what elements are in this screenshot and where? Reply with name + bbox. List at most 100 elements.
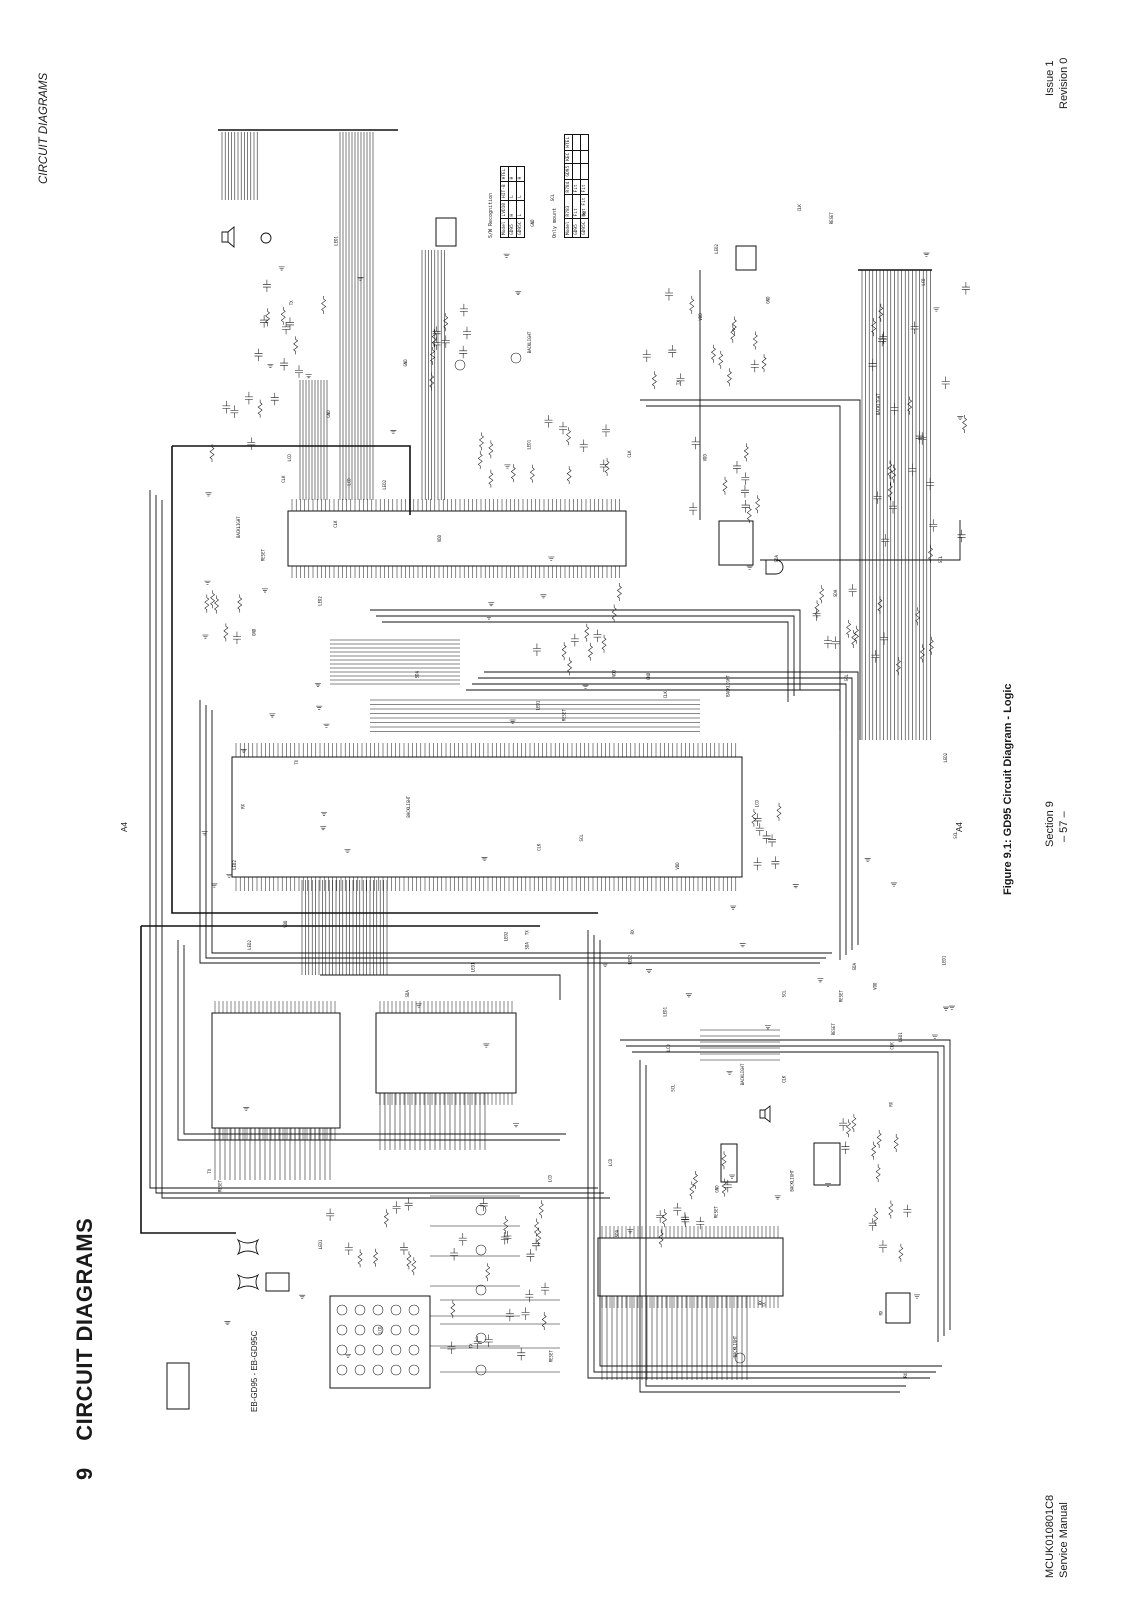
net-label: BACKLIGHT — [789, 1169, 794, 1191]
wire — [668, 345, 677, 358]
wire — [601, 1296, 748, 1380]
wire — [579, 439, 588, 452]
wire — [864, 858, 871, 862]
wire — [764, 1025, 771, 1030]
wire — [819, 585, 825, 604]
net-label: TX — [294, 759, 299, 764]
wire — [326, 1208, 335, 1221]
net-label: SDA — [615, 1229, 620, 1237]
key-switch — [336, 1304, 348, 1316]
wire — [235, 877, 737, 891]
wire — [746, 505, 752, 524]
net-label: RESET — [218, 1179, 223, 1192]
wire — [485, 1263, 491, 1282]
net-label: SDA — [405, 990, 410, 998]
net-label: BACKLIGHT — [726, 675, 731, 697]
net-label: BACKLIGHT — [876, 393, 881, 415]
key-switch — [336, 1344, 348, 1356]
wire — [599, 459, 608, 473]
wire — [689, 295, 695, 314]
wire — [868, 358, 877, 372]
wire — [871, 650, 880, 663]
net-label: CLK — [281, 475, 286, 483]
net-label: CLK — [663, 691, 668, 699]
net-label: TX — [524, 930, 529, 935]
wire — [875, 1164, 881, 1183]
key-switch — [372, 1324, 384, 1336]
sw-recognition-grid: Model LVD10 HIT-B HTEL GD95 H L H GD95C … — [500, 166, 525, 238]
wire — [500, 1232, 509, 1245]
net-label: LED1 — [663, 1006, 668, 1016]
wire — [908, 463, 917, 477]
net-label: CLK — [627, 450, 632, 458]
wire — [726, 368, 732, 387]
running-title: CIRCUIT DIAGRAMS — [38, 72, 50, 184]
net-label: LCD — [921, 278, 926, 286]
battery-connector — [435, 217, 457, 247]
wire — [505, 1308, 514, 1322]
net-label: SCL — [579, 834, 584, 842]
wire — [898, 1243, 904, 1262]
doc-code: MCUK010801C8 — [1044, 1494, 1056, 1578]
only-mount-table: Only mount Model R783 R784 GD95 KEC HTEL… — [552, 134, 589, 238]
wire — [928, 636, 934, 655]
wire — [431, 329, 437, 348]
wire — [957, 529, 966, 543]
wire — [854, 625, 859, 644]
wire — [567, 657, 573, 676]
wire — [262, 279, 271, 293]
wire — [880, 632, 889, 645]
wire — [320, 974, 561, 1000]
net-label: SCL — [781, 990, 786, 998]
wire — [871, 1141, 877, 1160]
net-label: VDD — [702, 454, 707, 462]
wire — [632, 1051, 939, 1342]
wire — [548, 556, 555, 561]
wire — [741, 472, 750, 485]
wire — [399, 1242, 408, 1255]
wire — [645, 969, 652, 974]
net-label: RESET — [549, 1350, 554, 1363]
net-label: LCD — [666, 1044, 671, 1052]
wire — [513, 1123, 520, 1128]
net-label: RESET — [713, 1205, 718, 1218]
wire — [161, 500, 610, 1199]
wire — [278, 266, 285, 271]
sw-cell: L — [508, 181, 517, 201]
wire — [593, 629, 602, 643]
key-switch — [354, 1304, 366, 1316]
net-label: LED1 — [334, 235, 339, 245]
wire — [696, 1216, 705, 1230]
wire — [472, 683, 847, 955]
wire — [722, 476, 728, 495]
mount-cell: Fit — [572, 179, 581, 195]
net-label: LCD — [754, 800, 759, 808]
wire — [730, 324, 736, 343]
net-label: RX — [630, 929, 635, 934]
wire — [392, 1201, 401, 1214]
key-switch — [390, 1304, 402, 1316]
wire — [878, 333, 887, 347]
footer-page: – 57 – — [1058, 811, 1070, 842]
wire — [224, 1321, 231, 1325]
net-label: SDA — [774, 555, 779, 563]
wire — [230, 405, 239, 418]
wire — [214, 595, 219, 614]
wire — [752, 331, 758, 350]
wire — [893, 1133, 899, 1152]
mount-cell — [572, 150, 581, 164]
wire — [604, 458, 610, 477]
key-switch — [408, 1324, 420, 1336]
wire — [729, 1174, 736, 1179]
wire — [651, 371, 657, 390]
net-label: LCD — [547, 1174, 552, 1182]
wire — [761, 354, 767, 373]
wire — [209, 444, 215, 463]
wire — [760, 520, 961, 561]
wire — [825, 1183, 832, 1187]
wire — [205, 705, 826, 959]
wire — [267, 363, 274, 368]
only-mount-grid: Model R783 R784 GD95 KEC HTEL GD95 Fit F… — [564, 134, 589, 238]
wire — [504, 464, 511, 469]
